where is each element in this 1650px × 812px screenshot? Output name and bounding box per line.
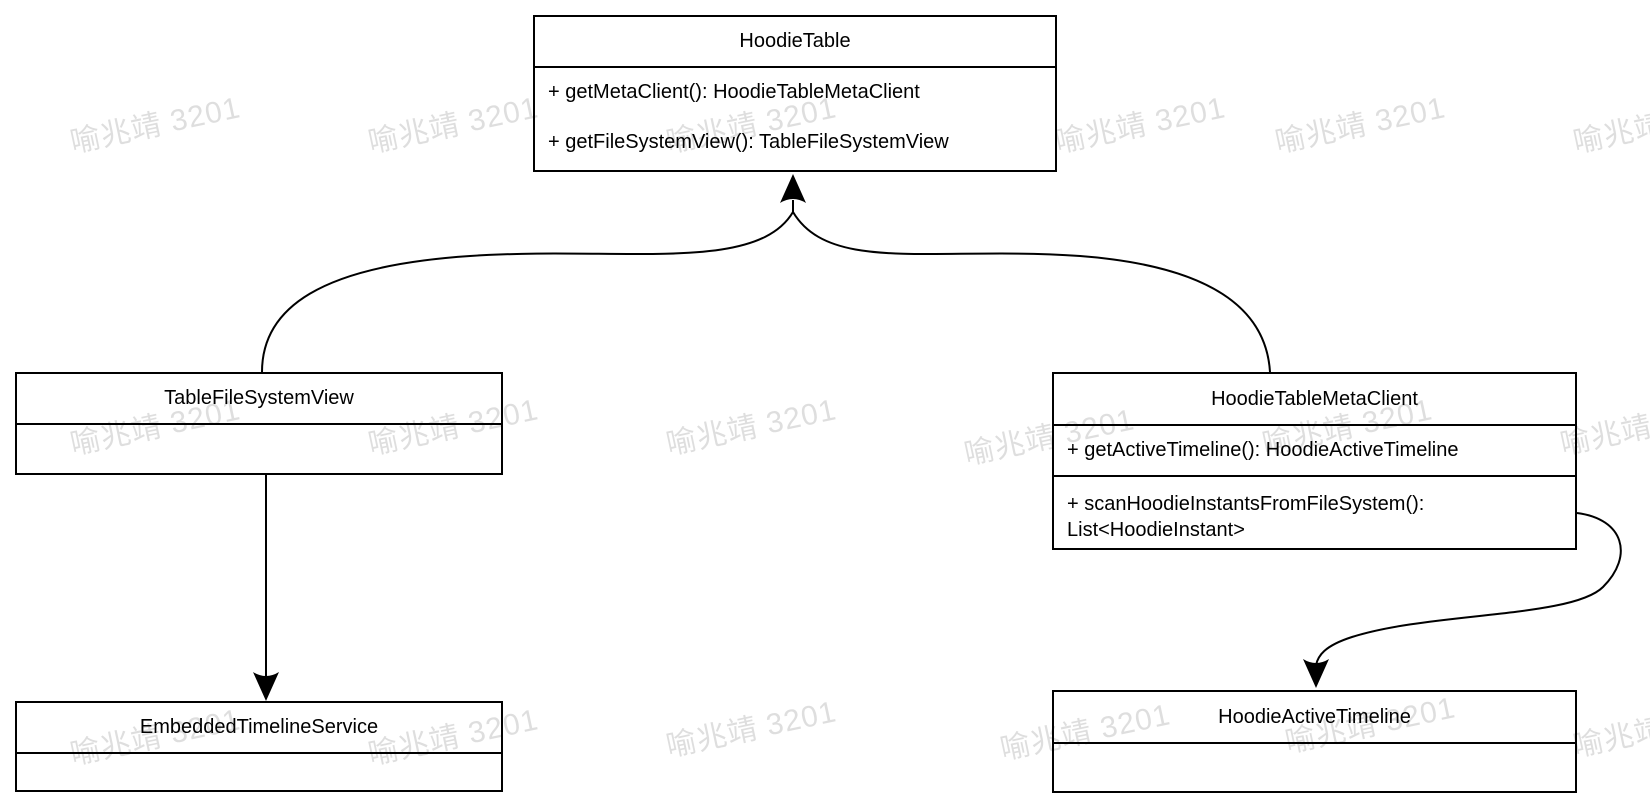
class-hoodietable-title: HoodieTable: [739, 30, 851, 52]
method-getactivetimeline-section: + getActiveTimeline(): HoodieActiveTimel…: [1054, 424, 1575, 475]
edge-tablefsv-to-hoodietable: [261, 200, 794, 373]
class-hoodieactivetimeline-title: HoodieActiveTimeline: [1218, 705, 1411, 728]
class-tablefilesystemview-body: [17, 423, 501, 473]
class-hoodietable-methods: + getMetaClient(): HoodieTableMetaClient…: [535, 66, 1055, 170]
class-embeddedtimelineservice-title: EmbeddedTimelineService: [139, 716, 379, 738]
class-embeddedtimelineservice: EmbeddedTimelineService: [15, 701, 503, 792]
class-tablefilesystemview: TableFileSystemView: [15, 372, 503, 475]
arrowhead-up-hoodietable: [780, 174, 806, 203]
class-tablefilesystemview-title: TableFileSystemView: [164, 387, 354, 409]
arrowhead-down-activetimeline: [1303, 659, 1329, 688]
method-getactivetimeline: + getActiveTimeline(): HoodieActiveTimel…: [1067, 439, 1459, 461]
arrowhead-down-embedded: [253, 672, 279, 701]
class-embeddedtimelineservice-body: [17, 752, 501, 790]
class-hoodietablemetaclient-title: HoodieTableMetaClient: [1211, 387, 1418, 410]
method-scanhoodieinstants: + scanHoodieInstantsFromFileSystem(): Li…: [1067, 493, 1425, 541]
method-scanhoodieinstants-section: + scanHoodieInstantsFromFileSystem(): Li…: [1054, 475, 1575, 548]
method-getfilesystemview: + getFileSystemView(): TableFileSystemVi…: [548, 131, 949, 153]
edge-metaclient-to-activetimeline: [1315, 512, 1622, 666]
class-hoodieactivetimeline-body: [1054, 742, 1575, 791]
class-hoodietablemetaclient: HoodieTableMetaClient + getActiveTimelin…: [1052, 372, 1577, 550]
edge-metaclient-to-hoodietable: [792, 211, 1271, 373]
class-hoodietable: HoodieTable + getMetaClient(): HoodieTab…: [533, 15, 1057, 172]
class-hoodieactivetimeline: HoodieActiveTimeline: [1052, 690, 1577, 793]
method-getmetaclient: + getMetaClient(): HoodieTableMetaClient: [548, 81, 920, 103]
